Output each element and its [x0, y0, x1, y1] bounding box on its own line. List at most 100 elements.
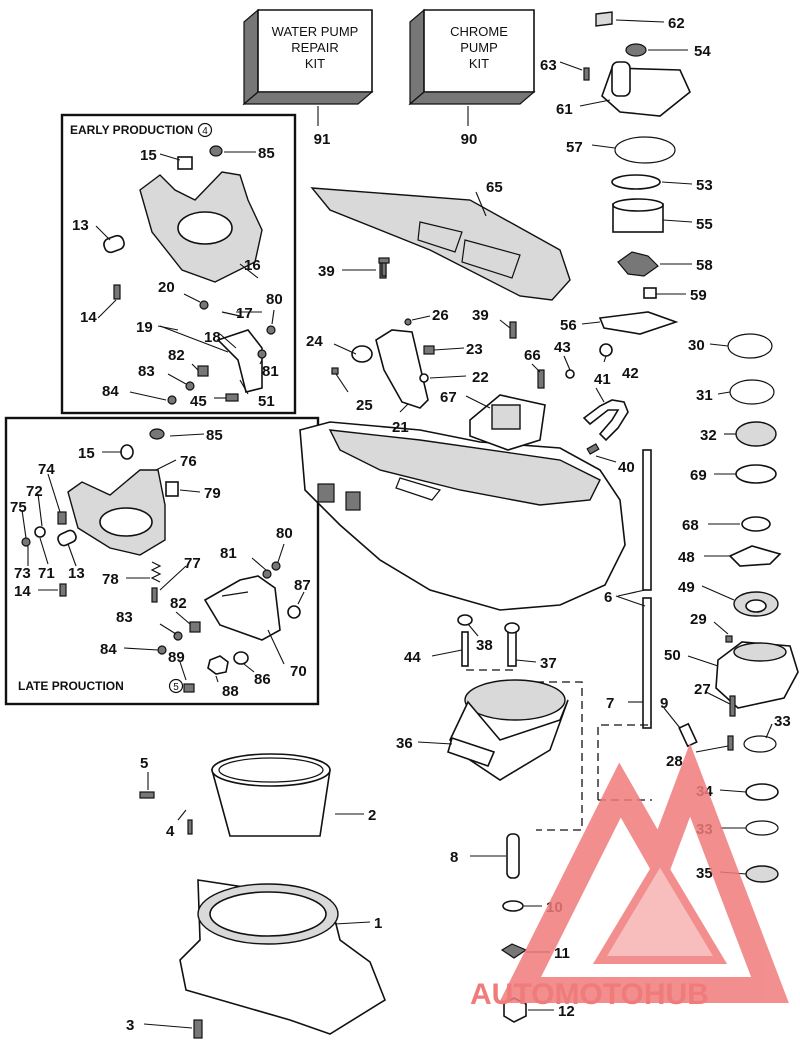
callout: 22	[472, 369, 489, 386]
callout: 90	[461, 131, 478, 148]
callout: 71	[38, 565, 55, 582]
kit-label-line: PUMP	[460, 40, 498, 55]
leader-lines	[21, 19, 773, 1029]
kit-label-line: KIT	[305, 56, 325, 71]
callout: 84	[100, 641, 117, 658]
early-production-title: EARLY PRODUCTION	[70, 123, 193, 137]
callout: 12	[558, 1003, 575, 1020]
callout: 21	[392, 419, 409, 436]
early-production-inset: EARLY PRODUCTION 4	[60, 113, 297, 415]
callout: 49	[678, 579, 695, 596]
callout: 45	[190, 393, 207, 410]
intake-grate	[310, 187, 571, 301]
chrome-pump-kit-box: CHROME PUMP KIT	[408, 8, 536, 106]
callout: 83	[116, 609, 133, 626]
callout: 70	[290, 663, 307, 680]
callout: 88	[222, 683, 239, 700]
callout: 5	[140, 755, 148, 772]
watermark-text: AUTOMOTOHUB	[470, 978, 709, 1011]
callout: 61	[556, 101, 573, 118]
callout: 75	[10, 499, 27, 516]
callout: 7	[606, 695, 614, 712]
callout: 16	[244, 257, 261, 274]
callout: 39	[318, 263, 335, 280]
callout: 35	[696, 865, 713, 882]
callout: 8	[450, 849, 458, 866]
callout: 65	[486, 179, 503, 196]
callout: 63	[540, 57, 557, 74]
callout: 11	[554, 945, 570, 962]
kit-label-line: KIT	[469, 56, 489, 71]
callout: 32	[700, 427, 717, 444]
watermark-logo	[498, 743, 789, 1003]
callout: 85	[206, 427, 223, 444]
callout: 58	[696, 257, 713, 274]
late-production-ref: 5	[173, 682, 179, 693]
kit-label-line: CHROME	[450, 24, 508, 39]
impeller-assembly	[447, 614, 583, 1023]
callout: 48	[678, 549, 695, 566]
callout: 84	[102, 383, 119, 400]
callout: 27	[694, 681, 711, 698]
callout: 4	[166, 823, 175, 840]
callout: 66	[524, 347, 541, 364]
watermark-word: AUTOMOTOHUB	[470, 978, 709, 1011]
callout: 6	[604, 589, 612, 606]
callout: 68	[682, 517, 699, 534]
callout: 76	[180, 453, 197, 470]
callout: 56	[560, 317, 577, 334]
callout: 14	[14, 583, 31, 600]
callout: 62	[668, 15, 685, 32]
callout: 19	[136, 319, 153, 336]
callout: 73	[14, 565, 31, 582]
callout: 1	[374, 915, 382, 932]
callout: 81	[220, 545, 237, 562]
callout: 15	[78, 445, 95, 462]
callout: 26	[432, 307, 449, 324]
driveshaft	[597, 449, 698, 801]
callout: 72	[26, 483, 43, 500]
callout: 25	[356, 397, 373, 414]
callout: 44	[404, 649, 421, 666]
callout: 85	[258, 145, 275, 162]
callout: 31	[696, 387, 713, 404]
callout: 24	[306, 333, 323, 350]
callout: 37	[540, 655, 557, 672]
callout: 43	[554, 339, 571, 356]
callout: 67	[440, 389, 457, 406]
nozzle-assembly	[139, 753, 386, 1039]
callout: 33	[774, 713, 791, 730]
callout: 55	[696, 216, 713, 233]
callout: 80	[266, 291, 283, 308]
callout: 83	[138, 363, 155, 380]
callout: 13	[72, 217, 89, 234]
callout: 40	[618, 459, 635, 476]
driveshaft-bearing-stack	[715, 333, 799, 883]
callout: 69	[690, 467, 707, 484]
callout: 38	[476, 637, 493, 654]
callout: 89	[168, 649, 185, 666]
callout: 80	[276, 525, 293, 542]
kit-label-line: WATER PUMP	[272, 24, 359, 39]
callout: 74	[38, 461, 55, 478]
callout: 39	[472, 307, 489, 324]
water-pump-stack	[583, 11, 691, 335]
callout-labels: 91 90 62 54 63 61 57 53 55 58 59 56 65 3…	[10, 15, 791, 1034]
callout: 30	[688, 337, 705, 354]
callout: 53	[696, 177, 713, 194]
callout: 51	[258, 393, 275, 410]
callout: 36	[396, 735, 413, 752]
callout: 81	[262, 363, 279, 380]
callout: 14	[80, 309, 97, 326]
late-production-inset: LATE PROUCTION 5	[4, 416, 320, 706]
callout: 57	[566, 139, 583, 156]
callout: 86	[254, 671, 271, 688]
callout: 23	[466, 341, 483, 358]
callout: 50	[664, 647, 681, 664]
kit-label-line: REPAIR	[291, 40, 338, 55]
callout: 15	[140, 147, 157, 164]
callout: 41	[594, 371, 611, 388]
callout: 82	[168, 347, 185, 364]
callout: 42	[622, 365, 639, 382]
